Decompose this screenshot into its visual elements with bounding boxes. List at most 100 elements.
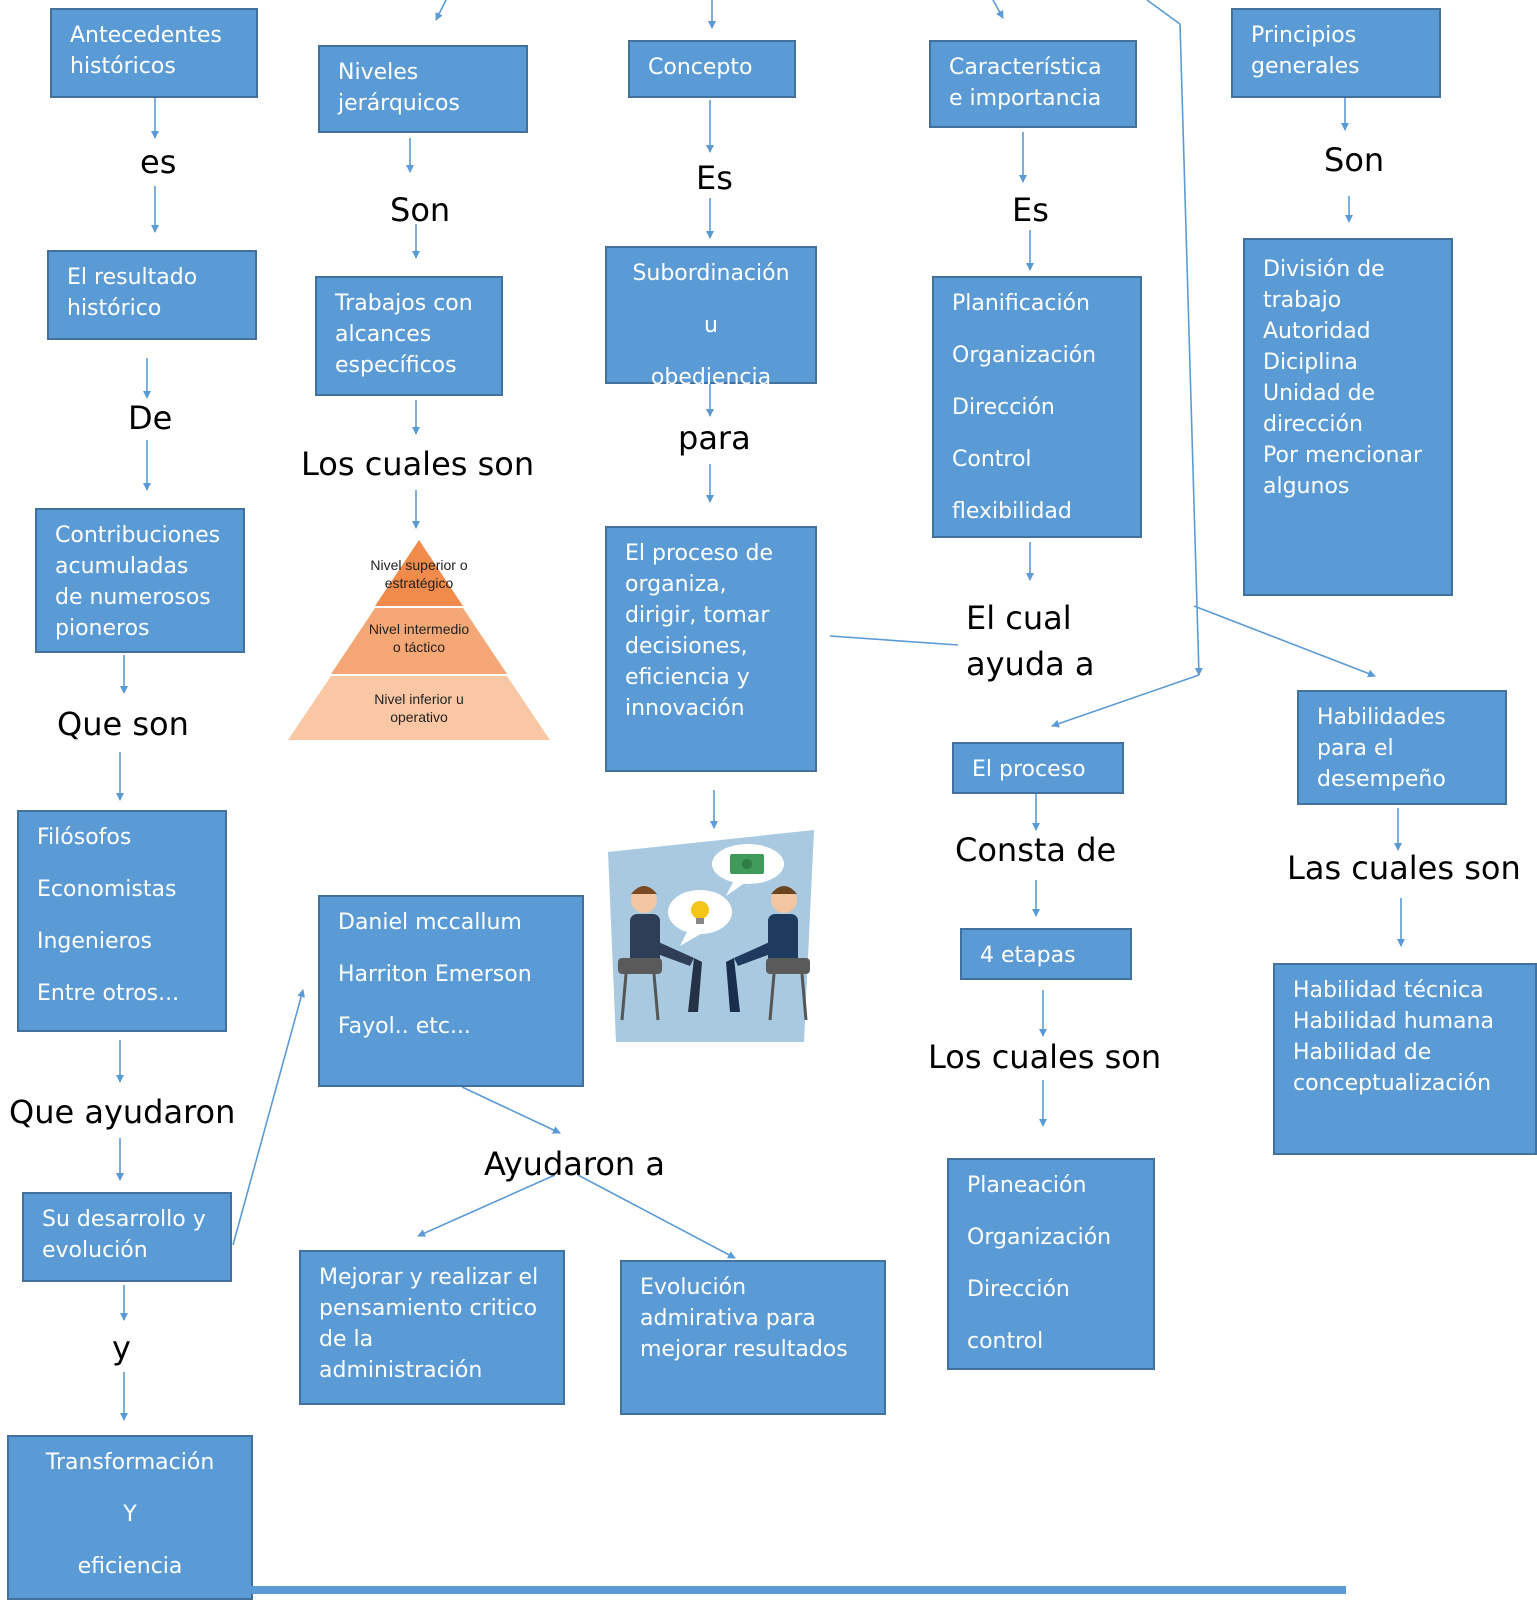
connector-que-son: Que son <box>57 705 189 743</box>
connector-que-ayudaron: Que ayudaron <box>9 1093 236 1131</box>
box-text-line: histórico <box>67 296 162 321</box>
box-text-line: flexibilidad <box>952 499 1072 524</box>
box-text-line: Control <box>952 447 1032 472</box>
box-text-line: desempeño <box>1317 767 1446 792</box>
connector-arrow <box>829 635 959 646</box>
box-concepto: Concepto <box>628 40 796 98</box>
box-text-line: Concepto <box>648 55 753 80</box>
box-text-line: Habilidad técnica <box>1293 978 1484 1003</box>
connector-es-caracteristica: Es <box>1012 191 1049 229</box>
box-text-line: conceptualización <box>1293 1071 1492 1096</box>
connector-es: es <box>140 143 177 181</box>
connector-ayuda-a: ayuda a <box>966 645 1095 683</box>
box-text-line: División de <box>1263 257 1385 282</box>
pyramid-label-operational: Nivel inferior u operativo <box>374 691 464 725</box>
box-text-line: Ingenieros <box>37 929 153 954</box>
box-text-line: El proceso de <box>625 541 774 566</box>
box-text-line: generales <box>1251 54 1360 79</box>
hierarchy-pyramid <box>288 540 550 740</box>
connector-ayudaron-a: Ayudaron a <box>484 1145 665 1183</box>
connector-el-cual: El cual <box>966 599 1072 637</box>
box-text-line: Mejorar y realizar el <box>319 1265 539 1290</box>
box-text-line: u <box>704 313 718 338</box>
box-text-line: Antecedentes <box>70 23 222 48</box>
box-text-line: eficiencia y <box>625 665 750 690</box>
pyramid-label-strategic: Nivel superior o estratégico <box>370 557 468 591</box>
connector-para: para <box>678 419 751 457</box>
pyramid-level-top <box>375 540 463 606</box>
box-text-line: Habilidad de <box>1293 1040 1432 1065</box>
box-text-line: decisiones, <box>625 634 748 659</box>
box-text-line: Evolución <box>640 1275 747 1300</box>
box-text-line: obediencia <box>650 365 772 390</box>
box-text-line: Planeación <box>967 1173 1087 1198</box>
box-text-line: admirativa para <box>640 1306 816 1331</box>
box-4-etapas: 4 etapas <box>960 928 1132 980</box>
box-text-line: eficiencia <box>77 1554 183 1579</box>
box-principios-generales: Principios generales <box>1231 8 1441 98</box>
box-text-line: El proceso <box>972 757 1086 782</box>
box-text-line: Contribuciones <box>55 523 221 548</box>
box-text-line: innovación <box>625 696 745 721</box>
connector-consta-de: Consta de <box>955 831 1117 869</box>
box-text-line: Dirección <box>952 395 1055 420</box>
box-text-line: Transformación <box>45 1450 215 1475</box>
connector-las-cuales-son: Las cuales son <box>1287 849 1521 887</box>
box-text-line: Harriton Emerson <box>338 962 532 987</box>
box-text-line: Habilidad humana <box>1293 1009 1494 1034</box>
box-evolucion-admirativa: Evolución admirativa para mejorar resultad… <box>620 1260 886 1415</box>
box-text-line: Organización <box>967 1225 1112 1250</box>
connector-arrow <box>577 1174 736 1259</box>
box-text-line: algunos <box>1263 474 1350 499</box>
box-text-line: Autoridad <box>1263 319 1371 344</box>
box-text-line: alcances <box>335 322 432 347</box>
business-meeting-icon <box>608 830 814 1042</box>
box-text-line: Principios <box>1251 23 1357 48</box>
box-text-line: pioneros <box>55 616 150 641</box>
connector-son-niveles: Son <box>390 191 451 229</box>
box-text-line: evolución <box>42 1238 148 1263</box>
pyramid-level-middle <box>331 608 507 674</box>
connector-arrow <box>435 0 447 21</box>
box-text-line: Por mencionar <box>1263 443 1423 468</box>
box-text-line: dirección <box>1263 412 1363 437</box>
box-text-line: de la <box>319 1327 374 1352</box>
box-text-line: Y <box>123 1502 137 1527</box>
box-text-line: trabajo <box>1263 288 1342 313</box>
connector-los-cuales-son-2: Los cuales son <box>928 1038 1162 1076</box>
box-text-line: Economistas <box>37 877 177 902</box>
box-text-line: Trabajos con <box>335 291 473 316</box>
connector-los-cuales-son-1: Los cuales son <box>301 445 535 483</box>
box-text-line: Unidad de <box>1263 381 1376 406</box>
box-text-line: mejorar resultados <box>640 1337 848 1362</box>
box-text-line: Entre otros... <box>37 981 180 1006</box>
box-text-line: Fayol.. etc... <box>338 1014 471 1039</box>
connector-y: y <box>112 1329 131 1367</box>
box-text-line: dirigir, tomar <box>625 603 770 628</box>
pyramid-label-tactical: Nivel intermedio o táctico <box>368 621 470 655</box>
connector-arrow <box>461 1086 561 1134</box>
box-el-proceso: El proceso <box>952 742 1124 794</box>
box-text-line: acumuladas <box>55 554 189 579</box>
box-text-line: control <box>967 1329 1044 1354</box>
box-text-line: Organización <box>952 343 1097 368</box>
connector-es-concepto: Es <box>696 159 733 197</box>
connector-arrow <box>1193 605 1376 678</box>
box-text-line: 4 etapas <box>980 943 1076 968</box>
connector-arrow <box>232 989 306 1246</box>
box-text-line: para el <box>1317 736 1394 761</box>
box-text-line: Daniel mccallum <box>338 910 522 935</box>
connector-arrow <box>992 0 1004 19</box>
